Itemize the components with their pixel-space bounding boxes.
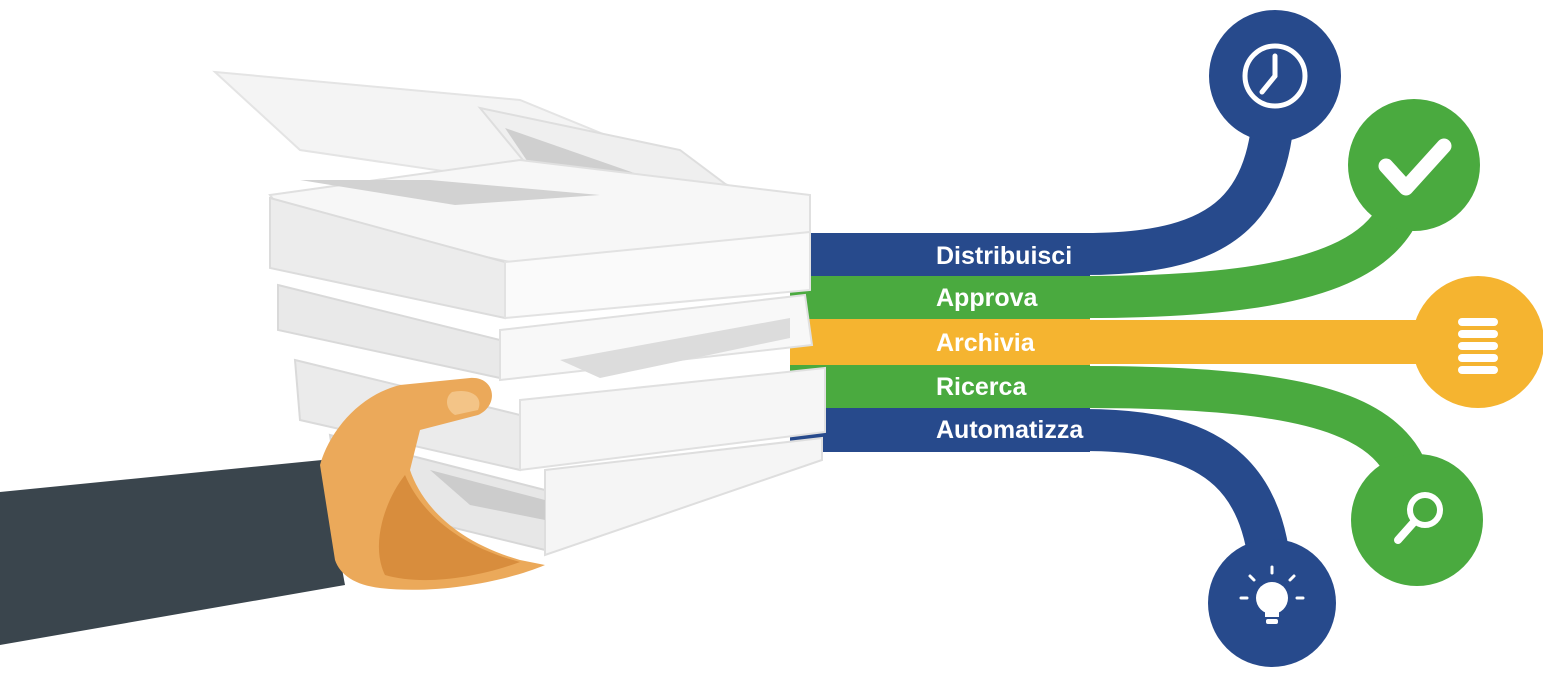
band-label-automatizza: Automatizza <box>936 416 1084 444</box>
arm-sleeve <box>0 460 345 645</box>
band-label-distribuisci: Distribuisci <box>936 242 1072 270</box>
band-ricerca <box>790 365 1090 408</box>
band-approva <box>790 276 1090 319</box>
stack-block-4-side <box>544 436 823 557</box>
stack-block-2-wedge <box>560 318 790 378</box>
band-distribuisci <box>790 233 1090 276</box>
paper-stack <box>212 70 826 557</box>
hand-palm <box>320 377 545 590</box>
stack-bottom-shade <box>430 470 545 520</box>
band-labels: Distribuisci Approva Archivia Ricerca Au… <box>936 242 1084 444</box>
database-icon <box>1412 276 1543 408</box>
band-archivia <box>790 319 1090 365</box>
bands <box>790 233 1090 452</box>
band-label-approva: Approva <box>936 284 1039 312</box>
thumb-nail <box>446 390 480 415</box>
stack-block-3-side <box>519 366 826 472</box>
band-label-ricerca: Ricerca <box>936 373 1027 401</box>
band-automatizza <box>790 408 1090 452</box>
checkmark-icon <box>1348 99 1480 231</box>
hand <box>320 377 545 590</box>
clock-icon <box>1209 10 1341 142</box>
magnifier-icon <box>1351 454 1483 586</box>
hand-shadow <box>378 475 520 581</box>
band-label-archivia: Archivia <box>936 329 1036 357</box>
lightbulb-icon <box>1208 539 1336 667</box>
stack-block-1-side <box>504 230 811 320</box>
stack-top-shade <box>300 180 600 205</box>
